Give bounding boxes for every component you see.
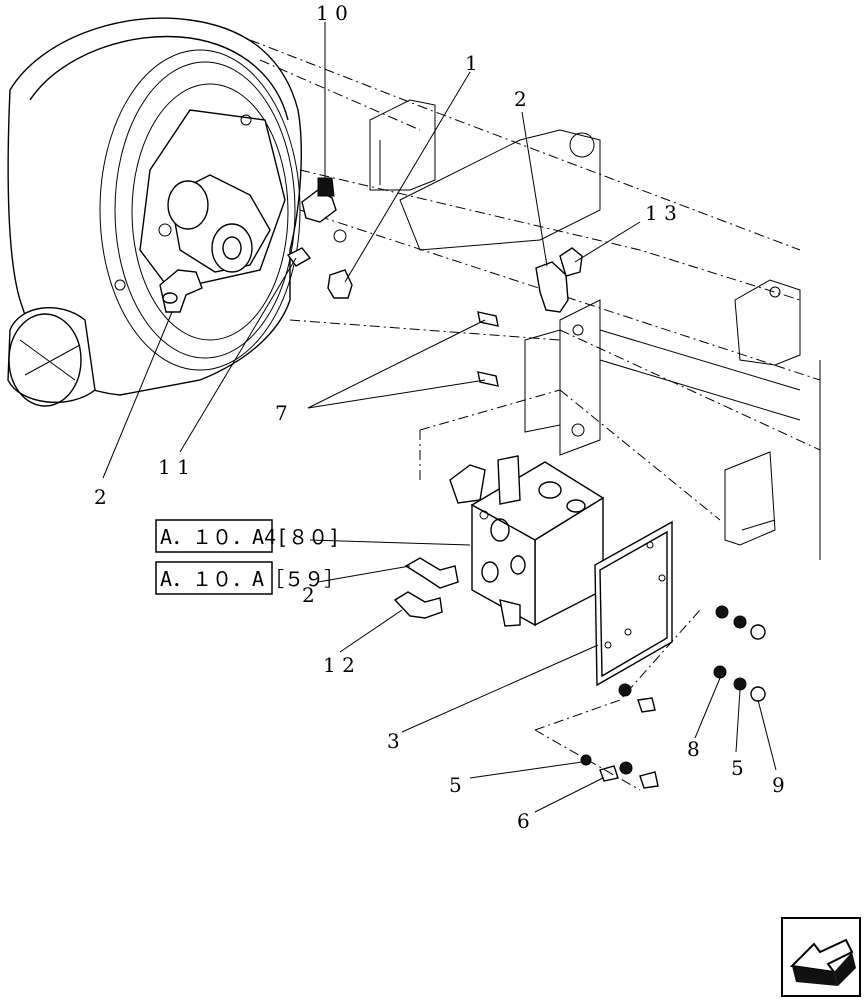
hardware-right xyxy=(713,605,766,702)
callout-12: 1 2 xyxy=(323,653,355,677)
callout-2-lower: 2 xyxy=(302,583,315,607)
callouts: 1 0 1 2 1 3 7 1 1 2 2 1 2 3 8 5 9 5 6 xyxy=(94,1,785,833)
mounting-frame xyxy=(249,39,821,560)
fitting-13 xyxy=(559,247,583,277)
fitting-2-upper xyxy=(535,261,569,313)
reference-link-1[interactable]: A．１０．A4[８０] xyxy=(155,519,340,553)
callout-2-left: 2 xyxy=(94,485,107,509)
valve-block xyxy=(449,455,605,627)
callout-13: 1 3 xyxy=(645,201,677,225)
back-arrow-icon[interactable] xyxy=(781,917,861,997)
fitting-10 xyxy=(301,177,337,223)
callout-6: 6 xyxy=(517,809,530,833)
callout-1: 1 xyxy=(465,51,478,75)
fitting-2-left xyxy=(159,269,203,313)
gasket-3 xyxy=(594,520,673,687)
fitting-12 xyxy=(393,591,443,619)
fitting-1 xyxy=(327,269,353,299)
callout-8: 8 xyxy=(687,737,700,761)
bolts-7 xyxy=(477,311,499,387)
callout-3: 3 xyxy=(387,729,400,753)
callout-10: 1 0 xyxy=(316,1,348,25)
hardware-lower xyxy=(534,609,701,791)
leader-lines xyxy=(102,22,777,813)
callout-5-lower: 5 xyxy=(449,773,462,797)
callout-5-right: 5 xyxy=(731,756,744,780)
callout-11: 1 1 xyxy=(158,455,190,479)
fan-housing xyxy=(7,17,302,407)
callout-9: 9 xyxy=(772,773,785,797)
fitting-2-lower xyxy=(404,557,459,589)
reference-link-2[interactable]: A．１０．A［５９］ xyxy=(155,561,344,595)
reference-text-2: A．１０．A［５９］ xyxy=(160,567,344,591)
callout-2-upper: 2 xyxy=(514,87,527,111)
callout-7: 7 xyxy=(275,401,288,425)
reference-text-1: A．１０．A4[８０] xyxy=(160,525,340,549)
